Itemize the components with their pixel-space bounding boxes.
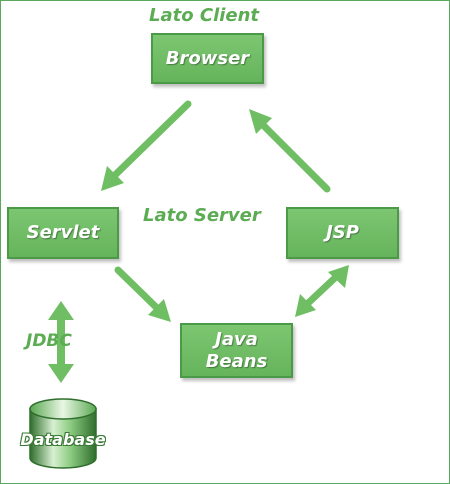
browser-node: Browser bbox=[151, 33, 264, 84]
arrow-servlet-to-beans bbox=[114, 266, 171, 322]
servlet-node: Servlet bbox=[7, 207, 119, 259]
client-section-label: Lato Client bbox=[149, 5, 260, 26]
database-label: Database bbox=[20, 430, 106, 449]
arrow-beans-jsp-bidirectional bbox=[295, 265, 349, 317]
arrow-browser-to-servlet bbox=[101, 100, 192, 191]
database-cylinder-icon bbox=[29, 398, 97, 469]
java-beans-node: Java Beans bbox=[180, 323, 293, 378]
arrow-jsp-to-browser bbox=[249, 109, 331, 193]
arrow-jdbc-bidirectional bbox=[48, 301, 74, 383]
jdbc-label: JDBC bbox=[26, 331, 72, 351]
jsp-node: JSP bbox=[286, 207, 399, 259]
server-section-label: Lato Server bbox=[143, 205, 261, 226]
